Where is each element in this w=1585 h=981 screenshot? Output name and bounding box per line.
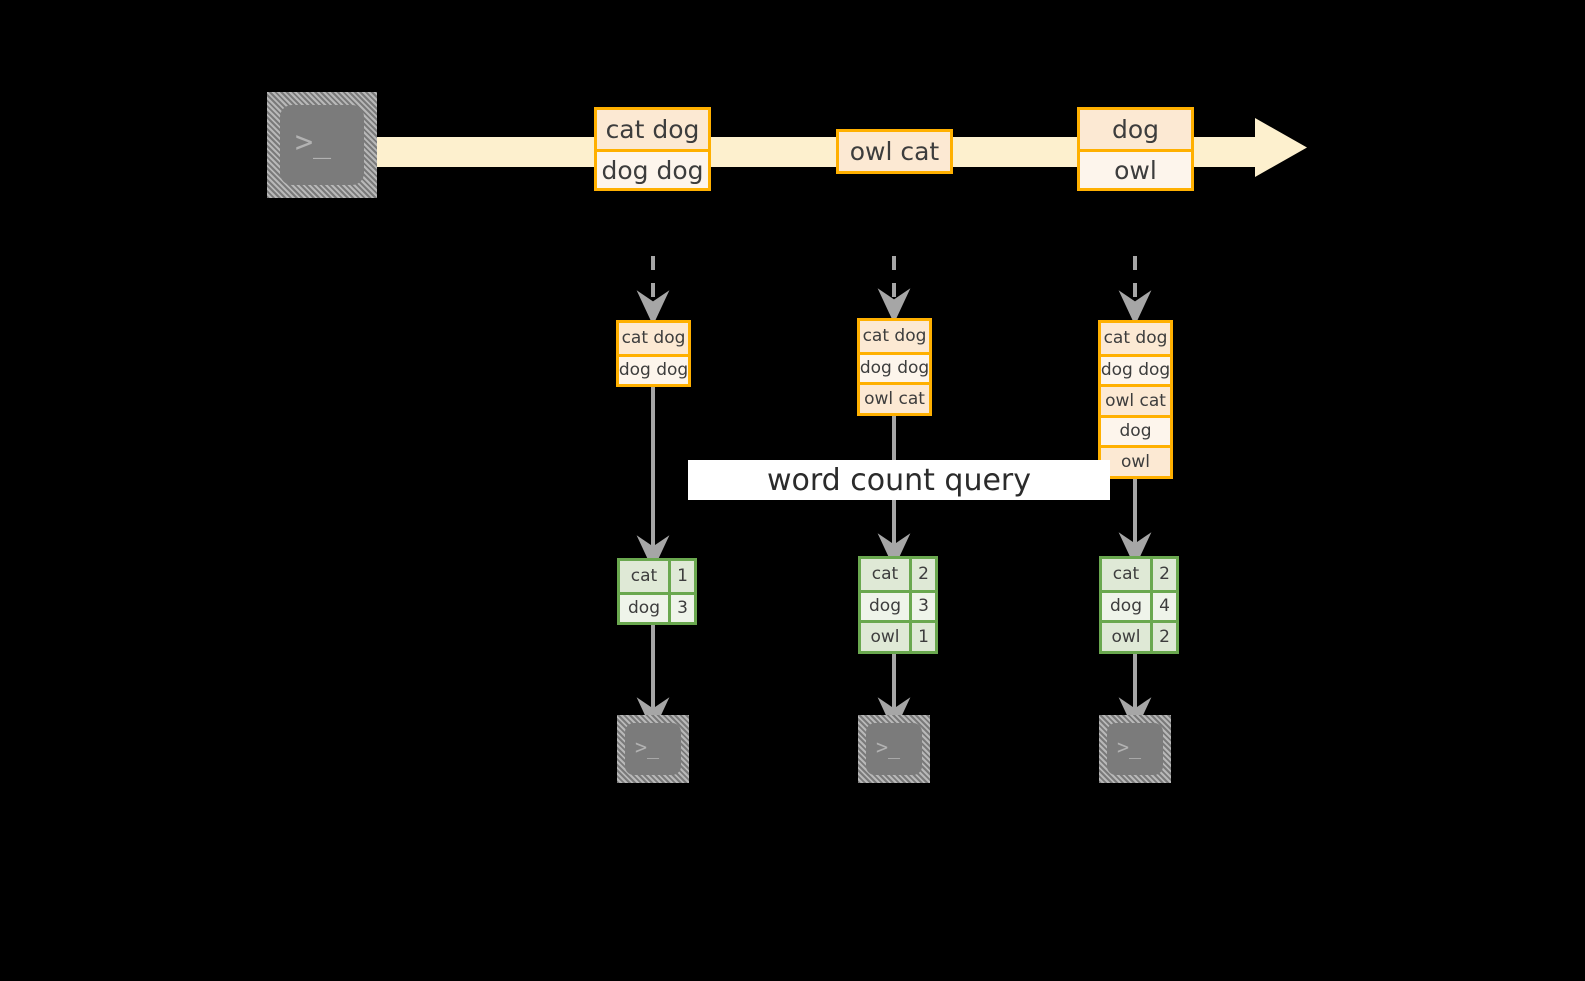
terminal-body [866, 723, 922, 775]
snapshot-1-row-0: cat dog [619, 323, 688, 354]
stream-batch-3-row-0: dog [1080, 110, 1191, 149]
terminal-prompt-glyph: >_ [295, 125, 332, 160]
stream-batch-2: owl cat [836, 129, 953, 174]
terminal-body [1107, 723, 1163, 775]
result-count: 3 [668, 594, 694, 622]
result-word: owl [1102, 623, 1150, 651]
result-table-2-row-1: dog 3 [861, 589, 935, 620]
producer-terminal-icon: >_ [267, 92, 377, 198]
terminal-prompt-glyph: >_ [876, 735, 901, 759]
result-word: cat [620, 561, 668, 592]
terminal-prompt-glyph: >_ [635, 735, 660, 759]
stream-batch-1: cat dog dog dog [594, 107, 711, 191]
terminal-body [280, 105, 364, 185]
result-table-3-row-1: dog 4 [1102, 589, 1176, 620]
stream-batch-3: dog owl [1077, 107, 1194, 191]
result-table-2-row-0: cat 2 [861, 559, 935, 590]
result-word: dog [1102, 592, 1150, 620]
result-word: dog [861, 592, 909, 620]
sink-terminal-3-icon: >_ [1099, 715, 1171, 783]
sink-terminal-1-icon: >_ [617, 715, 689, 783]
stream-batch-1-row-0: cat dog [597, 110, 708, 149]
result-word: cat [861, 559, 909, 590]
result-count: 2 [1150, 623, 1176, 651]
result-count: 1 [909, 623, 935, 651]
stream-batch-1-row-1: dog dog [597, 149, 708, 188]
snapshot-3-row-3: dog [1101, 414, 1170, 445]
query-label: word count query [688, 460, 1110, 500]
result-table-1-row-1: dog 3 [620, 591, 694, 622]
snapshot-1-row-1: dog dog [619, 353, 688, 384]
snapshot-3-row-4: owl [1101, 445, 1170, 476]
result-table-2-row-2: owl 1 [861, 620, 935, 651]
result-table-1-row-0: cat 1 [620, 561, 694, 592]
terminal-prompt-glyph: >_ [1117, 735, 1142, 759]
terminal-body [625, 723, 681, 775]
result-table-2: cat 2 dog 3 owl 1 [858, 556, 938, 654]
stream-batch-3-row-1: owl [1080, 149, 1191, 188]
result-word: owl [861, 623, 909, 651]
result-table-3: cat 2 dog 4 owl 2 [1099, 556, 1179, 654]
sink-terminal-2-icon: >_ [858, 715, 930, 783]
result-count: 2 [909, 559, 935, 590]
result-count: 1 [668, 561, 694, 592]
snapshot-3-row-0: cat dog [1101, 323, 1170, 354]
result-table-3-row-2: owl 2 [1102, 620, 1176, 651]
query-label-text: word count query [766, 462, 1032, 498]
result-count: 4 [1150, 592, 1176, 620]
result-table-1: cat 1 dog 3 [617, 558, 697, 625]
result-table-3-row-0: cat 2 [1102, 559, 1176, 590]
snapshot-2-table: cat dog dog dog owl cat [857, 318, 932, 416]
stream-batch-2-row-0: owl cat [839, 132, 950, 171]
snapshot-3-row-1: dog dog [1101, 353, 1170, 384]
result-word: cat [1102, 559, 1150, 590]
result-count: 3 [909, 592, 935, 620]
snapshot-2-row-0: cat dog [860, 321, 929, 352]
snapshot-3-table: cat dog dog dog owl cat dog owl [1098, 320, 1173, 479]
snapshot-2-row-2: owl cat [860, 382, 929, 413]
snapshot-1-table: cat dog dog dog [616, 320, 691, 387]
snapshot-2-row-1: dog dog [860, 351, 929, 382]
snapshot-3-row-2: owl cat [1101, 384, 1170, 415]
result-word: dog [620, 594, 668, 622]
result-count: 2 [1150, 559, 1176, 590]
